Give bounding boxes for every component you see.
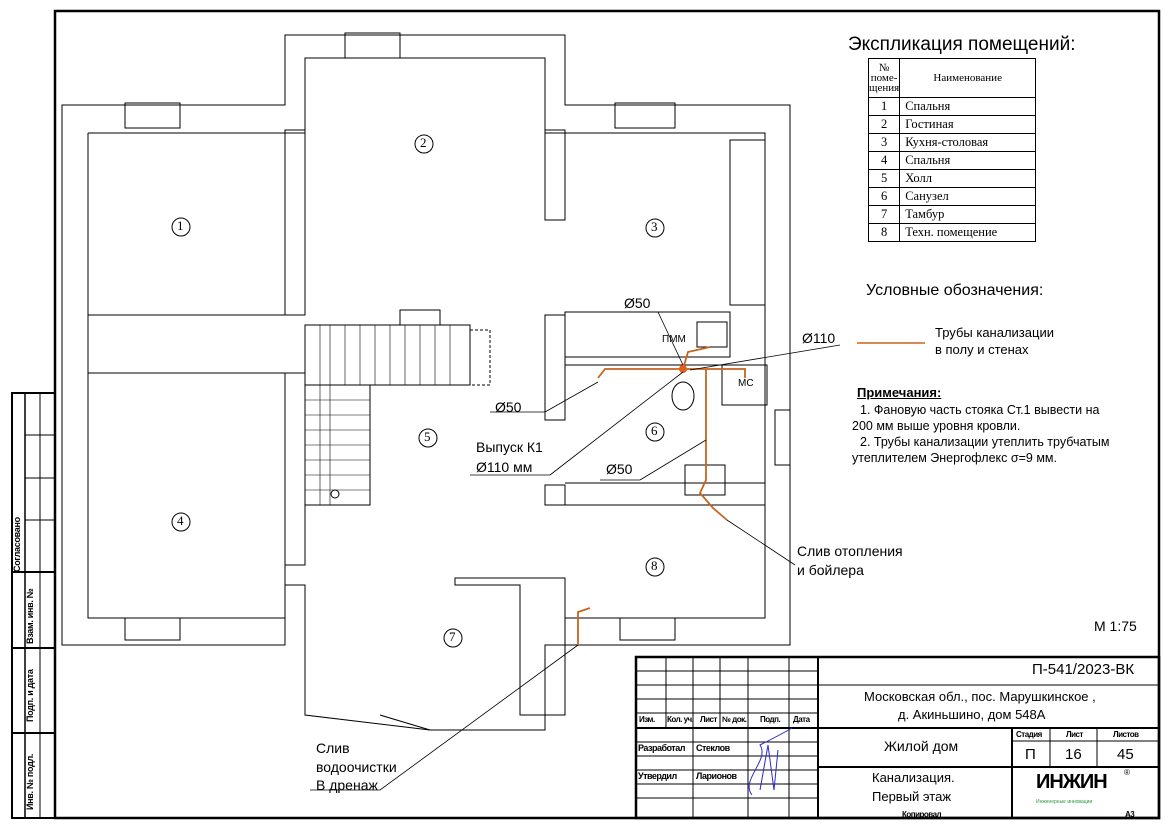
label-heating-drain-2: и бойлера — [797, 562, 864, 578]
explication-title: Экспликация помещений: — [848, 34, 1076, 55]
room-number-8: 8 — [651, 558, 658, 573]
label-outlet-diameter: Ø110 мм — [476, 459, 533, 475]
label-d50-bottom: Ø50 — [606, 461, 633, 477]
scale-label: М 1:75 — [1094, 618, 1137, 634]
note-2a: 2. Трубы канализации утеплить трубчатым — [860, 435, 1110, 449]
drawing-code: П-541/2023-ВК — [1032, 661, 1135, 678]
sheets-value: 45 — [1117, 746, 1134, 763]
label-dishwasher: ПММ — [662, 334, 686, 345]
note-1a: 1. Фановую часть стояка Ст.1 вывести на — [860, 403, 1100, 417]
stage-label: Стадия — [1016, 730, 1042, 739]
side-stamp-agreed: Согласовано — [12, 517, 22, 572]
side-stamp-inv-replace: Взам. инв. № — [25, 588, 35, 644]
company-logo: ИНЖИН — [1036, 771, 1108, 793]
floor-plan-walls — [61, 32, 791, 731]
developed-name: Стеклов — [696, 743, 730, 753]
note-2b: утеплителем Энергофлекс σ=9 мм. — [852, 451, 1057, 465]
header-doc: № док. — [722, 715, 747, 724]
title-block-grid — [634, 655, 1161, 820]
label-d110: Ø110 — [802, 330, 836, 346]
side-stamp — [11, 392, 56, 819]
room-number-4: 4 — [177, 513, 184, 528]
header-count: Кол. уч. — [667, 715, 694, 724]
label-outlet-k1: Выпуск К1 — [476, 439, 543, 455]
room-markers — [171, 134, 665, 648]
header-sign: Подп. — [760, 715, 781, 724]
side-stamp-sign-date: Подп. и дата — [25, 669, 35, 722]
header-change: Изм. — [639, 715, 655, 724]
approved-label: Утвердил — [638, 771, 677, 781]
object-name: Жилой дом — [884, 738, 959, 754]
sheet-title-2: Первый этаж — [872, 789, 952, 804]
leader-lines — [310, 311, 841, 791]
sheet-label: Лист — [1066, 730, 1083, 739]
legend-pipe-label-1: Трубы канализации — [935, 325, 1054, 340]
copied-label: Копировал — [902, 810, 942, 819]
side-stamp-inv-orig: Инв. № подл. — [25, 753, 35, 810]
sheet-title-1: Канализация. — [872, 770, 955, 785]
room-number-5: 5 — [424, 429, 431, 444]
label-water-drain-1: Слив — [316, 740, 350, 756]
sheets-label: Листов — [1113, 730, 1139, 739]
sewer-pipes — [577, 346, 746, 645]
header-sheet: Лист — [700, 715, 717, 724]
col-name: Наименование — [899, 58, 1037, 98]
registered-mark-icon: ® — [1124, 768, 1130, 777]
label-water-drain-2: водоочистки — [316, 759, 397, 775]
label-d50-top: Ø50 — [624, 295, 651, 311]
label-heating-drain-1: Слив отопления — [797, 543, 903, 559]
sheet-value: 16 — [1065, 746, 1082, 763]
legend-title: Условные обозначения: — [866, 282, 1044, 299]
room-number-1: 1 — [177, 218, 184, 233]
approved-name: Ларионов — [696, 771, 737, 781]
label-water-drain-3: В дренаж — [316, 777, 378, 793]
legend-pipe-label-2: в полу и стенах — [935, 342, 1029, 357]
room-number-3: 3 — [651, 219, 658, 234]
riser-st1 — [679, 365, 687, 373]
label-d50-left: Ø50 — [495, 399, 522, 415]
room-number-7: 7 — [449, 629, 456, 644]
note-1b: 200 мм выше уровня кровли. — [852, 419, 1021, 433]
stage-value: П — [1025, 746, 1036, 763]
label-washing-machine: МС — [738, 378, 754, 389]
address-line-1: Московская обл., пос. Марушкинское , — [864, 689, 1096, 704]
developed-label: Разработал — [638, 743, 685, 753]
room-number-2: 2 — [420, 135, 427, 150]
notes-title: Примечания: — [857, 385, 942, 400]
col-number: № поме- щения — [867, 58, 901, 98]
signature — [748, 727, 793, 796]
header-date: Дата — [793, 715, 810, 724]
company-logo-subtitle: Инженерные инновации — [1036, 799, 1093, 805]
format-label: А3 — [1125, 810, 1135, 819]
address-line-2: д. Акиньшино, дом 548А — [898, 707, 1046, 722]
room-number-6: 6 — [651, 423, 658, 438]
